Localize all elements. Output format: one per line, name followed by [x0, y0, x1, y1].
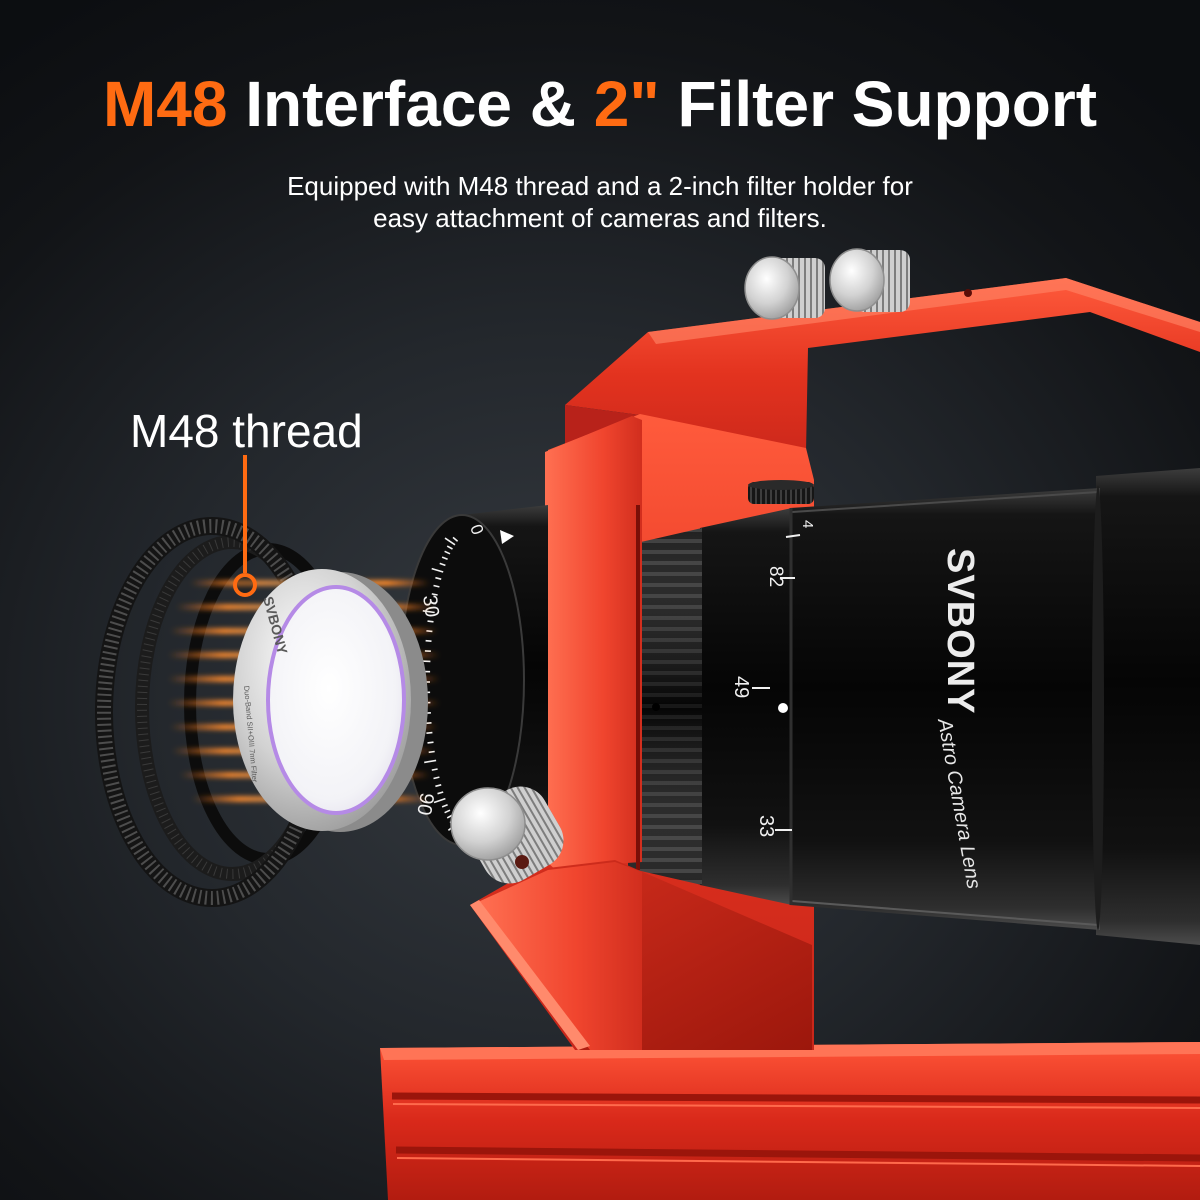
lens-scale-label: 82: [765, 566, 786, 587]
locking-knob: [450, 786, 564, 884]
callout-leader-line: [243, 455, 247, 573]
lens-index-dot: [778, 703, 788, 713]
bracket-foot-front: [478, 862, 642, 1050]
dew-shield-step: [1092, 486, 1104, 930]
lens-scale-label: 4: [799, 520, 816, 528]
handle-top-highlight: [648, 278, 1200, 344]
rail-body: [380, 1042, 1200, 1200]
handle-screw-hole: [964, 289, 972, 297]
lens-scale-tick: [785, 534, 801, 538]
rotator-scale-tick: [424, 759, 437, 764]
rotator-scale-tick: [425, 639, 432, 642]
rotator-scale-tick: [433, 776, 440, 780]
camera-lens: 4 82 49 33 SVBONY Astro Camera Lens: [628, 468, 1200, 945]
rotator-scale-tick: [422, 610, 435, 614]
barrel-top-highlight: [791, 491, 1099, 513]
rotator-scale-tick: [441, 556, 448, 561]
rotator-scale-tick: [426, 731, 433, 734]
dovetail-rail: [380, 1042, 1200, 1200]
title-text-middle: Interface &: [227, 68, 594, 140]
rail-groove: [395, 1146, 1200, 1162]
focus-scale-ring: [700, 508, 792, 905]
title-highlight-size: 2": [593, 68, 660, 140]
rotator-scale-label: 90: [412, 791, 438, 817]
rail-groove: [391, 1092, 1200, 1104]
subtitle: Equipped with M48 thread and a 2-inch fi…: [0, 170, 1200, 234]
lens-scale-label: 33: [755, 815, 777, 837]
grip-dot: [652, 703, 660, 711]
rotator-scale-tick: [439, 562, 446, 567]
rotator-scale-tick: [441, 803, 448, 808]
rotator-scale-tick: [431, 593, 438, 596]
title-text-end: Filter Support: [659, 68, 1098, 140]
rotator-scale-tick: [431, 567, 444, 573]
rotator-scale-tick: [430, 601, 437, 605]
rail-groove-highlight: [392, 1103, 1200, 1109]
rotator-scale-tick: [433, 797, 446, 804]
rotator-scale-tick: [435, 576, 442, 580]
bracket-foot-bevel: [470, 900, 590, 1050]
rotator-scale-tick: [435, 784, 442, 788]
lens-knob-top: [748, 480, 814, 490]
lens-brand: SVBONY: [939, 548, 981, 714]
rotator-scale-tick: [444, 537, 456, 546]
subtitle-line: easy attachment of cameras and filters.: [373, 203, 827, 233]
knob-screw-hole: [515, 855, 529, 869]
index-arrow-icon: [500, 530, 514, 544]
knob-face: [450, 787, 526, 861]
knob-face: [744, 256, 800, 320]
rail-groove-highlight: [396, 1157, 1200, 1167]
top-knob-right: [829, 248, 910, 312]
tube-ring-front-face: [545, 416, 642, 874]
dew-shield: [1096, 468, 1200, 945]
top-knob-left: [744, 256, 825, 320]
rotator-scale-tick: [431, 768, 438, 771]
barrel-bottom-highlight: [791, 900, 1099, 926]
rotator-scale-tick: [427, 620, 434, 623]
lens-scale-label: 49: [730, 676, 752, 698]
knob-face: [829, 248, 885, 312]
callout-marker: [233, 573, 257, 597]
rotator-scale-tick: [444, 809, 451, 814]
filter: SVBONY Duo-Band SII+OIII 7nm Filter: [233, 569, 428, 832]
focus-grip-shading: [628, 528, 702, 885]
page-title: M48 Interface & 2" Filter Support: [0, 72, 1200, 136]
rotator-scale-tick: [446, 545, 453, 550]
callout-label: M48 thread: [130, 405, 363, 457]
rotator-scale-tick: [427, 741, 434, 744]
lens-barrel: [790, 488, 1100, 930]
rotator-scale-tick: [433, 584, 440, 588]
lens-top-knob: [748, 480, 814, 504]
title-highlight-model: M48: [102, 68, 228, 140]
filter-glass: [266, 585, 406, 815]
rotator-scale-tick: [437, 791, 444, 795]
subtitle-line: Equipped with M48 thread and a 2-inch fi…: [287, 171, 913, 201]
rotator-scale-tick: [444, 550, 451, 555]
rotator-scale-tick: [452, 536, 459, 542]
